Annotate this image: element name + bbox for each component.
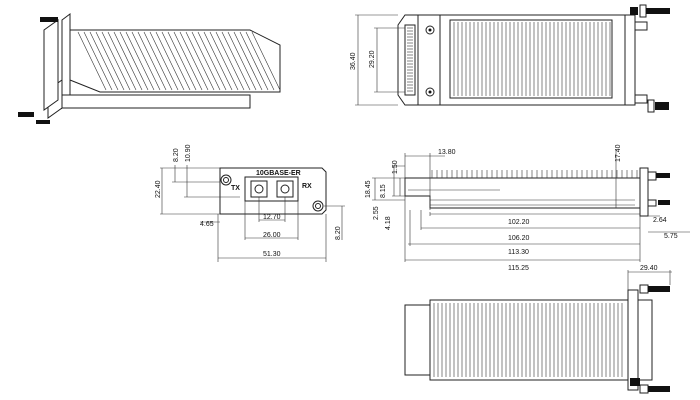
dim-13-80: 13.80	[438, 149, 456, 156]
heatsink-fin	[197, 31, 227, 91]
side-view: 13.80 17.40 1.50 18.45 8.15 2.55 4.18 10…	[365, 144, 690, 272]
heatsink-fin	[143, 31, 173, 91]
dim-12-70: 12.70	[263, 214, 281, 221]
heatsink-fin	[125, 31, 155, 91]
heatsink-fin	[179, 31, 209, 91]
heatsink-fin	[95, 31, 125, 91]
heatsink-fin	[173, 31, 203, 91]
dim-36-40: 36.40	[350, 52, 357, 70]
dim-1-50: 1.50	[392, 160, 399, 174]
dim-22-40: 22.40	[155, 180, 162, 198]
dim-2-55: 2.55	[373, 206, 380, 220]
heatsink-fin	[215, 31, 245, 91]
top-view: 36.40 29.20	[350, 4, 670, 113]
heatsink-fin	[227, 31, 257, 91]
dim-8-20-top: 8.20	[173, 148, 180, 162]
dim-8-15: 8.15	[380, 184, 387, 198]
dim-8-20-right: 8.20	[335, 226, 342, 240]
heatsink-fin	[245, 31, 275, 91]
heatsink-fin	[209, 31, 239, 91]
dim-4-18: 4.18	[385, 216, 392, 230]
dim-51-30: 51.30	[263, 251, 281, 258]
dim-106-20: 106.20	[508, 235, 530, 242]
heatsink-fin	[119, 31, 149, 91]
heatsink-fin	[83, 31, 113, 91]
bottom-view: 29.40	[404, 265, 672, 394]
model-label: 10GBASE-ER	[256, 170, 301, 177]
dim-17-40: 17.40	[615, 144, 622, 162]
tx-label: TX	[231, 185, 240, 192]
heatsink-fin	[167, 31, 197, 91]
rx-label: RX	[302, 183, 312, 190]
dim-5-75: 5.75	[664, 233, 678, 240]
dim-115-25: 115.25	[508, 265, 529, 272]
dim-29-20: 29.20	[369, 50, 376, 68]
dim-4-65: 4.65	[200, 221, 214, 228]
isometric-view	[18, 13, 281, 124]
dim-29-40: 29.40	[640, 265, 658, 272]
dim-102-20: 102.20	[508, 219, 530, 226]
heatsink-fin	[251, 31, 281, 91]
heatsink-fin	[239, 31, 269, 91]
heatsink-fin	[185, 31, 215, 91]
dim-113-30: 113.30	[508, 249, 529, 256]
dim-26-00: 26.00	[263, 232, 281, 239]
heatsink-fin	[101, 31, 131, 91]
heatsink-fin	[137, 31, 167, 91]
heatsink-fin	[203, 31, 233, 91]
heatsink-fin	[149, 31, 179, 91]
heatsink-fin	[131, 31, 161, 91]
heatsink-fin	[107, 31, 137, 91]
heatsink-fin	[155, 31, 185, 91]
dim-10-90: 10.90	[185, 144, 192, 162]
heatsink-fin	[221, 31, 251, 91]
heatsink-fin	[89, 31, 119, 91]
heatsink-fin	[191, 31, 221, 91]
dim-2-64: 2.64	[653, 217, 667, 224]
heatsink-fin	[113, 31, 143, 91]
heatsink-fin	[233, 31, 263, 91]
front-view: 10GBASE-ER TX RX 8.20 10.90 22.40 4.65 1…	[155, 144, 345, 262]
heatsink-fin	[161, 31, 191, 91]
heatsink-fin	[77, 31, 107, 91]
dim-18-45: 18.45	[365, 180, 372, 198]
